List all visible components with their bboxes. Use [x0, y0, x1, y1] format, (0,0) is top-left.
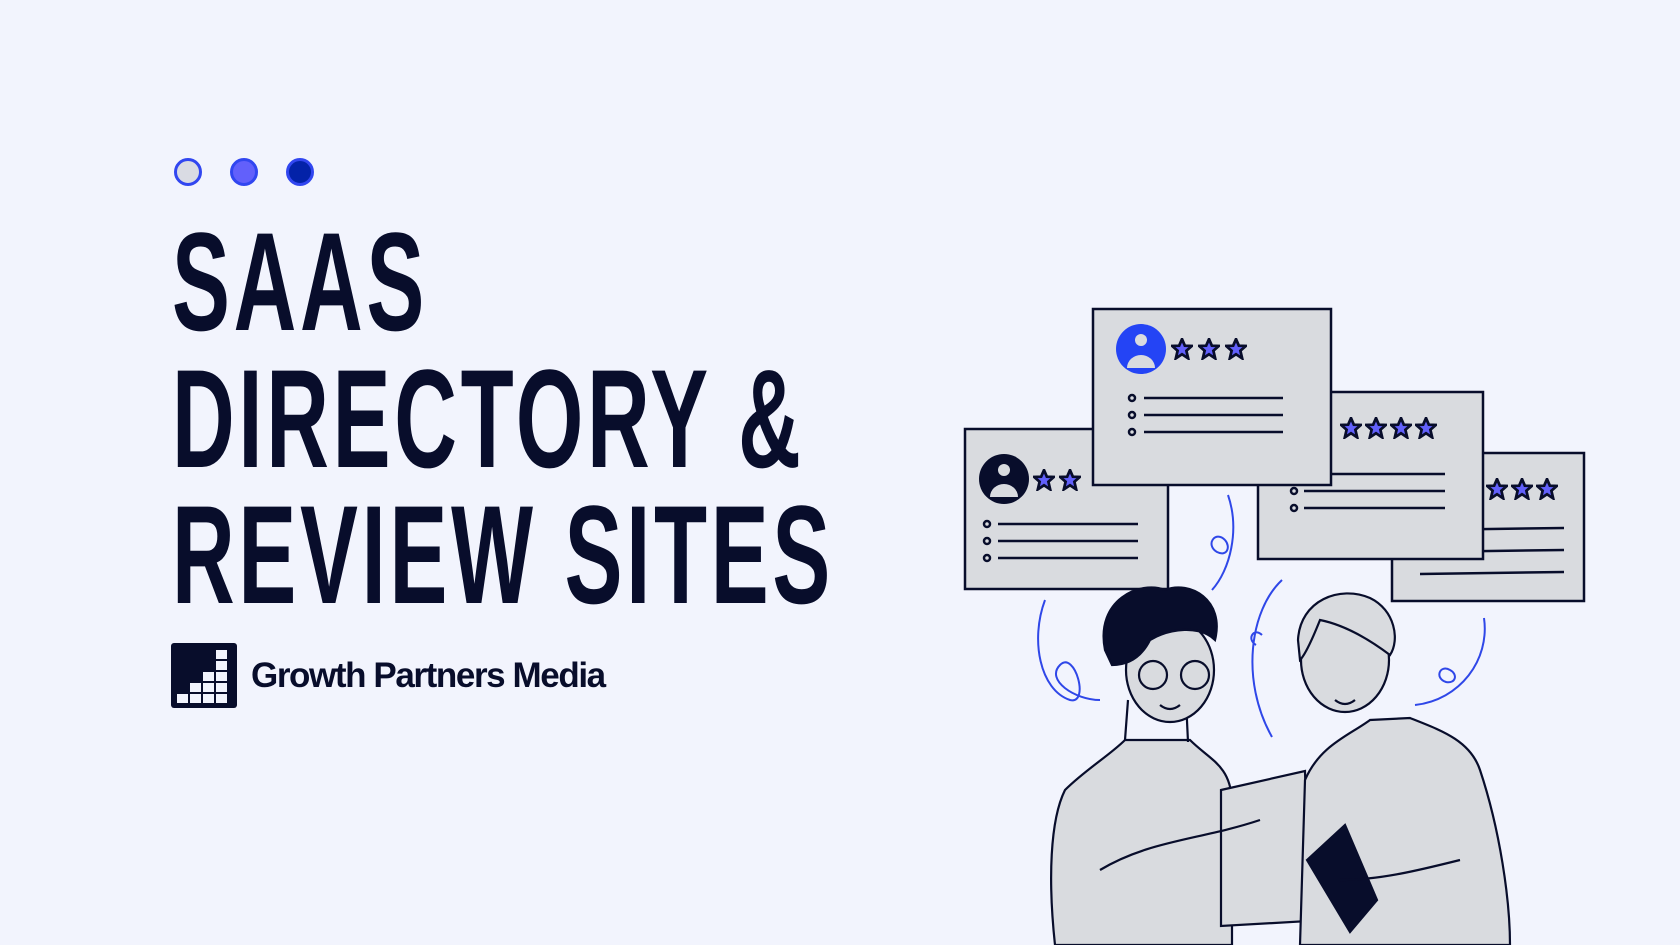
decor-dot-2	[230, 158, 258, 186]
avatar-icon	[1116, 324, 1166, 374]
person-reading-illustration	[1050, 586, 1311, 945]
title-line-2: DIRECTORY &	[172, 340, 805, 497]
brand: Growth Partners Media	[171, 643, 606, 708]
bar-steps-logo-icon	[171, 643, 237, 708]
title-line-1: SAAS	[172, 203, 429, 360]
title-line-3: REVIEW SITES	[172, 476, 834, 633]
review-card-2	[1091, 307, 1333, 487]
decor-dot-3	[286, 158, 314, 186]
decor-dot-1	[174, 158, 202, 186]
brand-name: Growth Partners Media	[251, 655, 606, 695]
person-holding-book-illustration	[1296, 592, 1512, 945]
